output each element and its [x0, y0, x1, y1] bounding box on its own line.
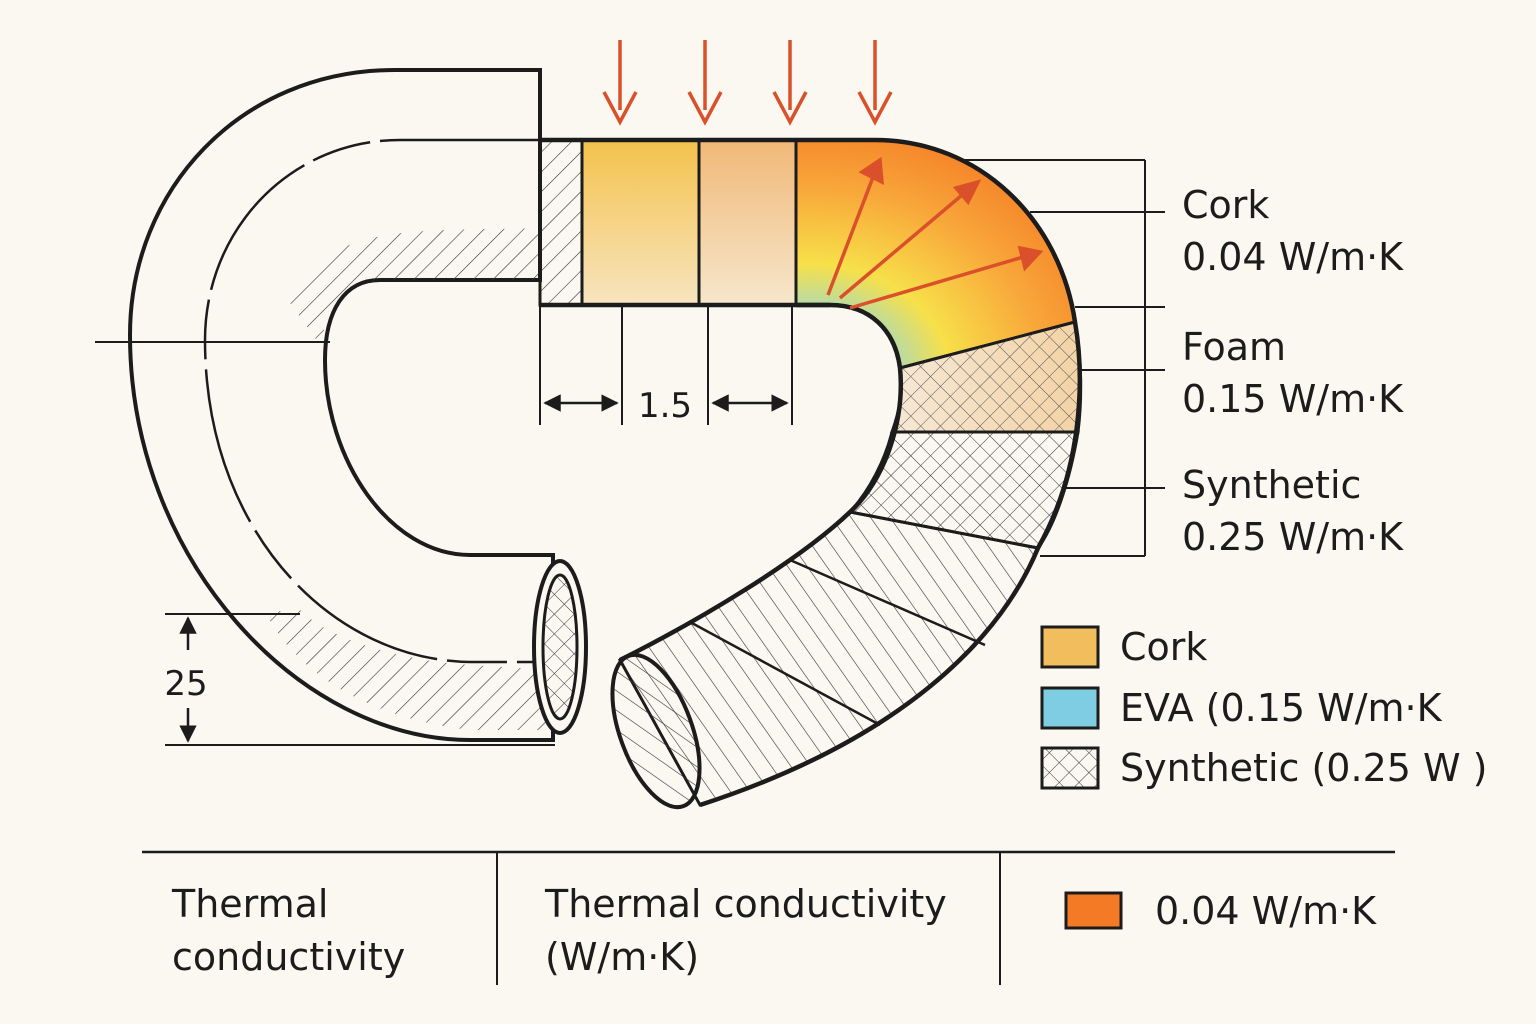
left-tube — [95, 68, 588, 742]
eva-swatch — [1040, 686, 1100, 730]
side-label-synthetic-name: Synthetic — [1182, 463, 1361, 507]
heat-arrow-outward — [849, 245, 1044, 310]
side-label-foam-name: Foam — [1182, 325, 1286, 369]
left-tube-hatch-bottom — [265, 610, 553, 730]
cork-section-2 — [697, 138, 798, 307]
side-label-cork-value: 0.04 W/m·K — [1182, 235, 1404, 279]
dimension-diameter-label: 25 — [164, 664, 207, 704]
heat-arrows — [602, 40, 1044, 310]
dimension-width-label: 1.5 — [638, 386, 692, 426]
heat-arrow-down — [857, 40, 893, 126]
heat-arrow-outward — [838, 179, 982, 300]
top-segment — [538, 138, 798, 307]
side-label-synthetic-value: 0.25 W/m·K — [1182, 515, 1404, 559]
dimension-diameter: 25 — [164, 613, 555, 746]
summary-table: Thermal conductivity Thermal conductivit… — [142, 850, 1395, 985]
heat-arrow-down — [687, 40, 723, 126]
table-col2-line1: Thermal conductivity — [544, 882, 947, 926]
legend-label-synthetic: Synthetic (0.25 W ) — [1120, 746, 1487, 790]
table-col3-value: 0.04 W/m·K — [1155, 889, 1377, 933]
cork-swatch — [1040, 625, 1100, 669]
side-label-foam-value: 0.15 W/m·K — [1182, 377, 1404, 421]
table-col2-line2: (W/m·K) — [545, 935, 699, 979]
left-tube-hatch-top — [288, 228, 540, 345]
legend: Cork EVA (0.15 W/m·K Synthetic (0.25 W ) — [1040, 625, 1487, 790]
left-tube-core — [541, 573, 579, 721]
heat-arrow-down — [602, 40, 638, 126]
heat-arrow-outward — [826, 156, 885, 296]
table-col1-line2: conductivity — [172, 935, 405, 979]
legend-label-eva: EVA (0.15 W/m·K — [1120, 686, 1443, 730]
legend-label-cork: Cork — [1120, 625, 1207, 669]
heat-arrow-down — [772, 40, 808, 126]
end-cap-section — [538, 138, 584, 307]
dimension-width: 1.5 — [539, 305, 793, 426]
side-label-cork-name: Cork — [1182, 183, 1269, 227]
table-col1-line1: Thermal — [171, 882, 329, 926]
cork-section-1 — [580, 138, 701, 307]
right-tube-end — [610, 652, 702, 810]
synthetic-swatch — [1040, 746, 1100, 790]
side-labels: Cork 0.04 W/m·K Foam 0.15 W/m·K Syntheti… — [965, 159, 1404, 559]
hot-swatch — [1064, 891, 1123, 930]
